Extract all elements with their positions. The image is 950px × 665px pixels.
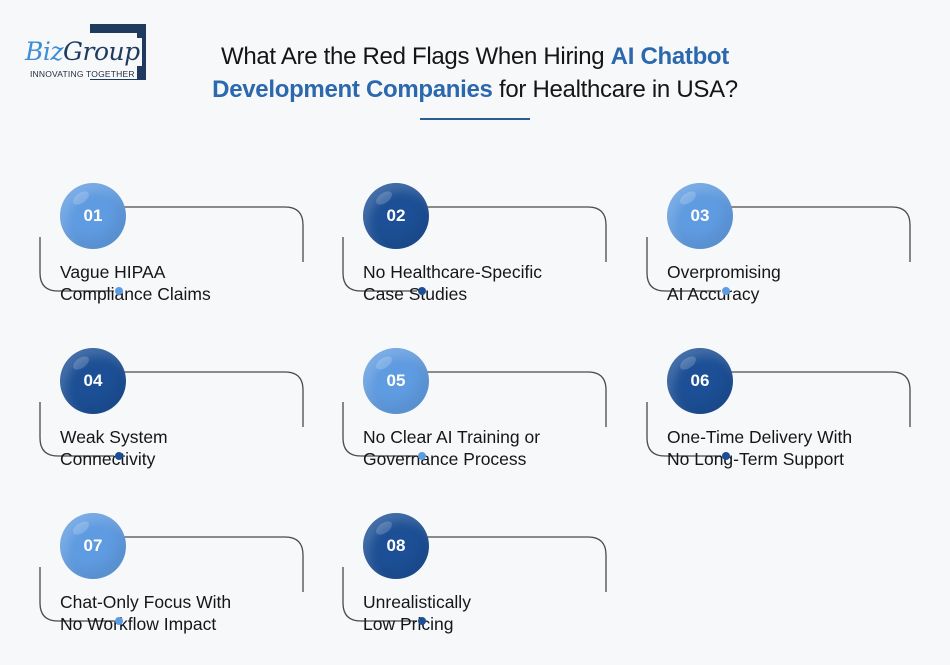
number-badge: 03 xyxy=(667,183,733,249)
card-label-line1: No Healthcare-Specific xyxy=(363,262,542,282)
red-flag-card: 06 One-Time Delivery With No Long-Term S… xyxy=(645,336,945,496)
bracket-lines xyxy=(342,536,607,622)
bullet-dot-icon xyxy=(418,617,426,625)
badge-number: 06 xyxy=(690,371,710,390)
bullet-dot-icon xyxy=(722,452,730,460)
bullet-dot-icon xyxy=(418,287,426,295)
bullet-dot-icon xyxy=(722,287,730,295)
card-label-line1: Vague HIPAA xyxy=(60,262,166,282)
red-flag-card: 03 Overpromising AI Accuracy xyxy=(645,171,945,331)
card-label-line2: No Long-Term Support xyxy=(667,449,845,469)
bizgroup-logo: BizGroup INNOVATING TOGETHER xyxy=(22,24,158,82)
card-label-line2: Connectivity xyxy=(60,449,156,469)
card-label: Vague HIPAA Compliance Claims xyxy=(60,261,320,305)
card-label-line1: Unrealistically xyxy=(363,592,471,612)
badge-shine xyxy=(373,188,395,208)
number-badge: 08 xyxy=(363,513,429,579)
bracket-lines xyxy=(342,371,607,457)
card-label-line2: Governance Process xyxy=(363,449,527,469)
title-text-1: What Are the Red Flags When Hiring xyxy=(220,43,611,70)
title-underline xyxy=(420,118,530,120)
card-label-line2: Low Pricing xyxy=(363,614,454,634)
badge-number: 05 xyxy=(386,371,406,390)
badge-shine xyxy=(373,353,395,373)
number-badge: 04 xyxy=(60,348,126,414)
card-label: Chat-Only Focus With No Workflow Impact xyxy=(60,591,320,635)
badge-number: 01 xyxy=(83,206,103,225)
badge-number: 04 xyxy=(83,371,103,390)
number-badge: 02 xyxy=(363,183,429,249)
title-text-2: for Healthcare in USA? xyxy=(492,76,738,103)
red-flag-card: 05 No Clear AI Training or Governance Pr… xyxy=(341,336,641,496)
card-label-line1: Weak System xyxy=(60,427,168,447)
badge-number: 03 xyxy=(690,206,710,225)
bullet-dot-icon xyxy=(418,452,426,460)
red-flag-card: 04 Weak System Connectivity xyxy=(38,336,338,496)
badge-shine xyxy=(373,518,395,538)
card-label: Weak System Connectivity xyxy=(60,426,320,470)
logo-word-biz: Biz xyxy=(25,37,64,66)
bracket-lines xyxy=(39,536,304,622)
badge-number: 07 xyxy=(83,536,103,555)
bracket-lines xyxy=(342,206,607,292)
card-label: Unrealistically Low Pricing xyxy=(363,591,623,635)
card-label-line2: AI Accuracy xyxy=(667,284,760,304)
card-label-line2: No Workflow Impact xyxy=(60,614,217,634)
card-label-line1: Chat-Only Focus With xyxy=(60,592,232,612)
card-label-line1: One-Time Delivery With xyxy=(667,427,853,447)
card-label-line2: Case Studies xyxy=(363,284,468,304)
badge-number: 08 xyxy=(386,536,406,555)
card-label: One-Time Delivery With No Long-Term Supp… xyxy=(667,426,927,470)
number-badge: 05 xyxy=(363,348,429,414)
bracket-lines xyxy=(39,206,304,292)
card-label-line2: Compliance Claims xyxy=(60,284,211,304)
badge-shine xyxy=(70,188,92,208)
red-flag-card: 01 Vague HIPAA Compliance Claims xyxy=(38,171,338,331)
bullet-dot-icon xyxy=(115,452,123,460)
title-highlight: AI Chatbot Development Companies xyxy=(212,43,729,103)
bullet-dot-icon xyxy=(115,287,123,295)
badge-shine xyxy=(677,353,699,373)
card-label: No Healthcare-Specific Case Studies xyxy=(363,261,623,305)
badge-number: 02 xyxy=(386,206,406,225)
logo-word-group: Group xyxy=(63,37,140,66)
bracket-lines xyxy=(646,371,911,457)
red-flag-card: 08 Unrealistically Low Pricing xyxy=(341,501,641,661)
bracket-lines xyxy=(646,206,911,292)
number-badge: 06 xyxy=(667,348,733,414)
red-flag-card: 07 Chat-Only Focus With No Workflow Impa… xyxy=(38,501,338,661)
bullet-dot-icon xyxy=(115,617,123,625)
number-badge: 07 xyxy=(60,513,126,579)
card-label: No Clear AI Training or Governance Proce… xyxy=(363,426,623,470)
badge-shine xyxy=(677,188,699,208)
card-label-line1: Overpromising xyxy=(667,262,781,282)
badge-shine xyxy=(70,353,92,373)
badge-shine xyxy=(70,518,92,538)
red-flag-card: 02 No Healthcare-Specific Case Studies xyxy=(341,171,641,331)
card-label-line1: No Clear AI Training or xyxy=(363,427,541,447)
page-title: What Are the Red Flags When Hiring AI Ch… xyxy=(180,40,770,106)
bracket-lines xyxy=(39,371,304,457)
number-badge: 01 xyxy=(60,183,126,249)
card-label: Overpromising AI Accuracy xyxy=(667,261,927,305)
logo-wordmark: BizGroup xyxy=(25,38,142,66)
logo-tagline: INNOVATING TOGETHER xyxy=(30,69,137,79)
